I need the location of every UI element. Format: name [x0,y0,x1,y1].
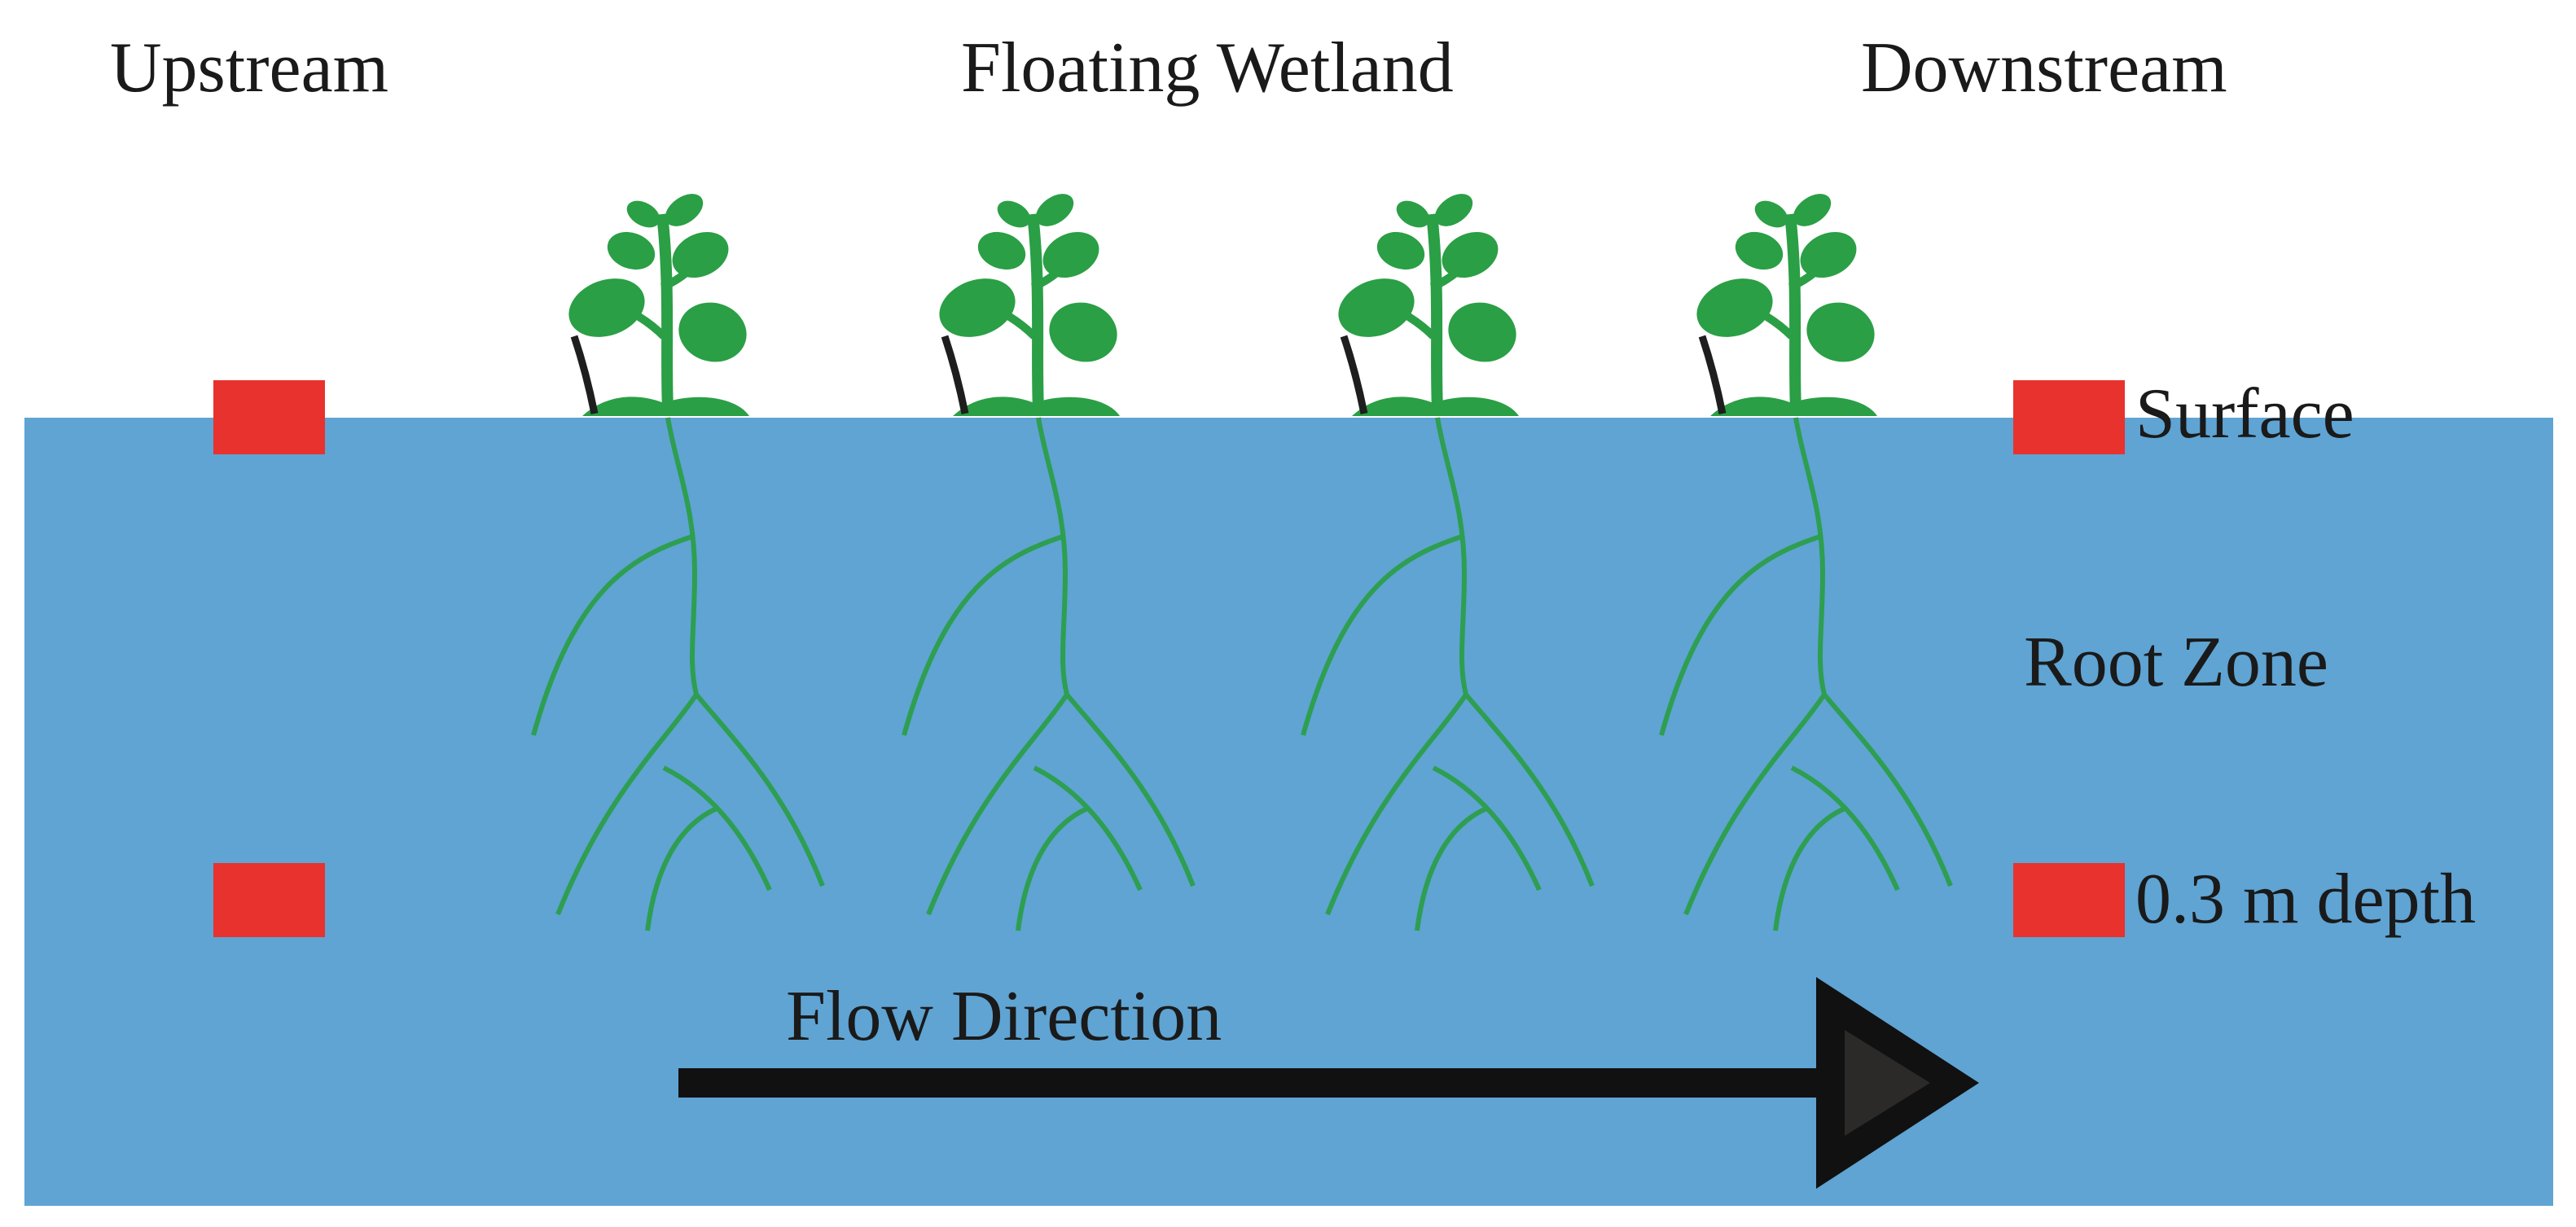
sampling-point-upstream-surface [213,380,325,454]
downstream-label: Downstream [1861,28,2227,107]
flow-direction-label: Flow Direction [786,977,1222,1056]
sampling-point-downstream-surface [2013,380,2125,454]
upstream-label: Upstream [110,28,388,107]
depth-label: 0.3 m depth [2135,860,2476,939]
flow-arrow-head-inner [1845,1030,1930,1136]
root-zone-label: Root Zone [2024,623,2328,702]
floating-wetland-label: Floating Wetland [961,28,1454,107]
sampling-point-upstream-depth [213,863,325,937]
sampling-point-downstream-depth [2013,863,2125,937]
surface-label: Surface [2135,375,2354,454]
